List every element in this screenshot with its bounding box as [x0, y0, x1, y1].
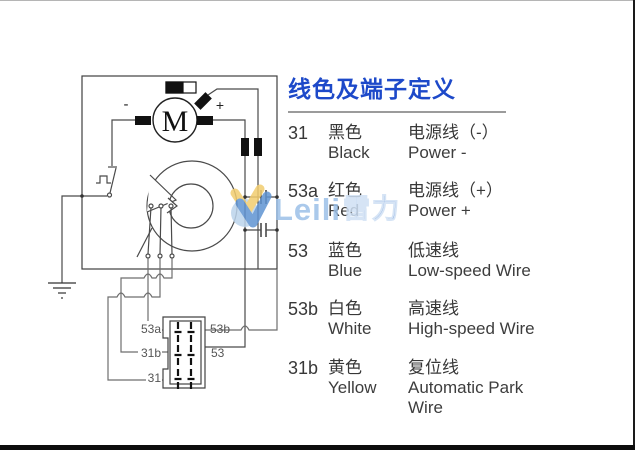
pin-label-31: 31	[148, 371, 162, 385]
terminal-id: 53a	[288, 181, 319, 201]
ground-icon	[48, 282, 76, 299]
capacitor-2	[243, 223, 279, 237]
brush-left	[135, 116, 151, 125]
desc-zh: 低速线	[408, 241, 459, 260]
panel-title: 线色及端子定义	[288, 76, 456, 102]
color-zh: 蓝色	[328, 241, 362, 260]
pin-label-53a: 53a	[141, 322, 161, 336]
pin-label-53b: 53b	[210, 322, 230, 336]
desc-en: Low-speed Wire	[408, 261, 531, 280]
legend-row-53: 53 蓝色 Blue 低速线 Low-speed Wire	[288, 241, 558, 281]
choke-high-speed	[254, 138, 262, 156]
park-contact-fingers	[136, 203, 175, 259]
color-en: Red	[328, 201, 360, 220]
desc-en: Power -	[408, 143, 467, 162]
page-border-top	[0, 0, 635, 1]
cam-step-icon	[96, 175, 111, 184]
legend-row-53b: 53b 白色 White 高速线 High-speed Wire	[288, 299, 558, 339]
wire-53b	[205, 269, 278, 331]
color-zh: 红色	[328, 181, 362, 200]
connector-pins	[174, 322, 195, 389]
plus-label: +	[216, 97, 224, 113]
capacitor-1	[243, 190, 279, 204]
terminal-id: 31	[288, 123, 309, 143]
title-underline	[288, 111, 506, 113]
page-border-bottom	[0, 445, 635, 450]
terminal-id: 31b	[288, 358, 319, 378]
wire-31b	[120, 258, 173, 353]
color-zh: 黄色	[328, 358, 362, 377]
terminal-id: 53b	[288, 299, 319, 319]
brush-right	[197, 116, 213, 125]
desc-zh: 电源线（-）	[408, 123, 499, 142]
color-en: Black	[328, 143, 370, 162]
color-en: Blue	[328, 261, 363, 280]
pin-label-53: 53	[211, 346, 225, 360]
park-switch-symbol	[96, 166, 117, 198]
legend-row-31: 31 黑色 Black 电源线（-） Power -	[288, 123, 558, 163]
desc-zh: 电源线（+）	[408, 181, 503, 200]
color-zh: 白色	[328, 299, 362, 318]
legend-row-31b: 31b 黄色 Yellow 复位线 Automatic Park Wire	[288, 358, 558, 418]
terminal-id: 53	[288, 241, 309, 261]
pin-label-31b: 31b	[141, 346, 161, 360]
wire-31	[107, 258, 163, 381]
desc-en: High-speed Wire	[408, 319, 535, 338]
brush-third	[194, 92, 212, 110]
connector-block	[162, 316, 206, 389]
motor-housing-outline	[81, 75, 278, 270]
choke-low-speed	[241, 138, 249, 156]
wire-definition-panel: 线色及端子定义 31 黑色 Black 电源线（-） Power - 53a 红…	[288, 70, 618, 417]
color-en: Yellow	[328, 378, 377, 397]
desc-en: Automatic Park Wire	[408, 378, 524, 417]
page-border-right	[633, 0, 635, 450]
motor-symbol	[135, 92, 213, 143]
desc-zh: 复位线	[408, 358, 459, 377]
legend-row-53a: 53a 红色 Red 电源线（+） Power +	[288, 181, 558, 221]
desc-zh: 高速线	[408, 299, 459, 318]
minus-label: -	[124, 96, 129, 113]
motor-letter: M	[162, 105, 189, 138]
color-en: White	[328, 319, 372, 338]
thermal-breaker-symbol	[165, 81, 197, 94]
desc-en: Power +	[408, 201, 471, 220]
color-zh: 黑色	[328, 123, 362, 142]
